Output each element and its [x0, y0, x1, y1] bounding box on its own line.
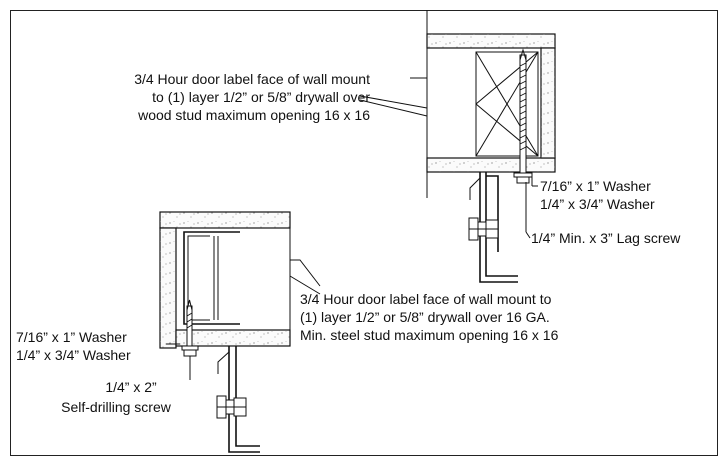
lower-callout-arrow [289, 259, 321, 295]
steel-stud-left [183, 231, 212, 325]
upper-washer [513, 172, 533, 178]
upper-angle-bracket [479, 172, 518, 283]
upper-callout-arrow [359, 77, 428, 117]
upper-callout-line-2: to (1) layer 1/2” or 5/8” drywall over [152, 89, 370, 105]
upper-washer-large-label: 7/16” x 1” Washer [540, 178, 651, 194]
lower-screw-label-line-1: 1/4” x 2” [105, 379, 157, 395]
lower-callout-line-2: (1) layer 1/2” or 5/8” drywall over 16 G… [300, 309, 550, 325]
upper-callout-line-1: 3/4 Hour door label face of wall mount [134, 71, 370, 87]
upper-detail [359, 10, 556, 283]
lower-washer-small-label: 1/4” x 3/4” Washer [16, 347, 131, 363]
lower-screw-head [183, 349, 197, 357]
drawing-frame [10, 10, 718, 456]
upper-bracket-bolt [468, 217, 499, 241]
upper-washer-small-label: 1/4” x 3/4” Washer [540, 196, 655, 212]
lag-screw [519, 54, 527, 174]
lower-callout-line-1: 3/4 Hour door label face of wall mount t… [300, 291, 552, 307]
upper-callout-line-3: wood stud maximum opening 16 x 16 [137, 107, 370, 123]
lower-callout-line-3: Min. steel stud maximum opening 16 x 16 [300, 327, 559, 343]
lower-angle-bracket [228, 346, 260, 453]
lower-detail [159, 211, 321, 453]
self-drilling-screw [186, 305, 193, 349]
lower-washer [181, 345, 199, 351]
upper-screw-label: 1/4” Min. x 3” Lag screw [531, 230, 681, 246]
upper-bracket-web [486, 175, 499, 252]
lower-washer-large-label: 7/16” x 1” Washer [16, 329, 127, 345]
steel-stud-right [212, 231, 240, 325]
upper-screw-head [516, 176, 530, 184]
lower-bracket-bolt [216, 395, 247, 419]
lower-screw-label-line-2: Self-drilling screw [61, 399, 172, 415]
